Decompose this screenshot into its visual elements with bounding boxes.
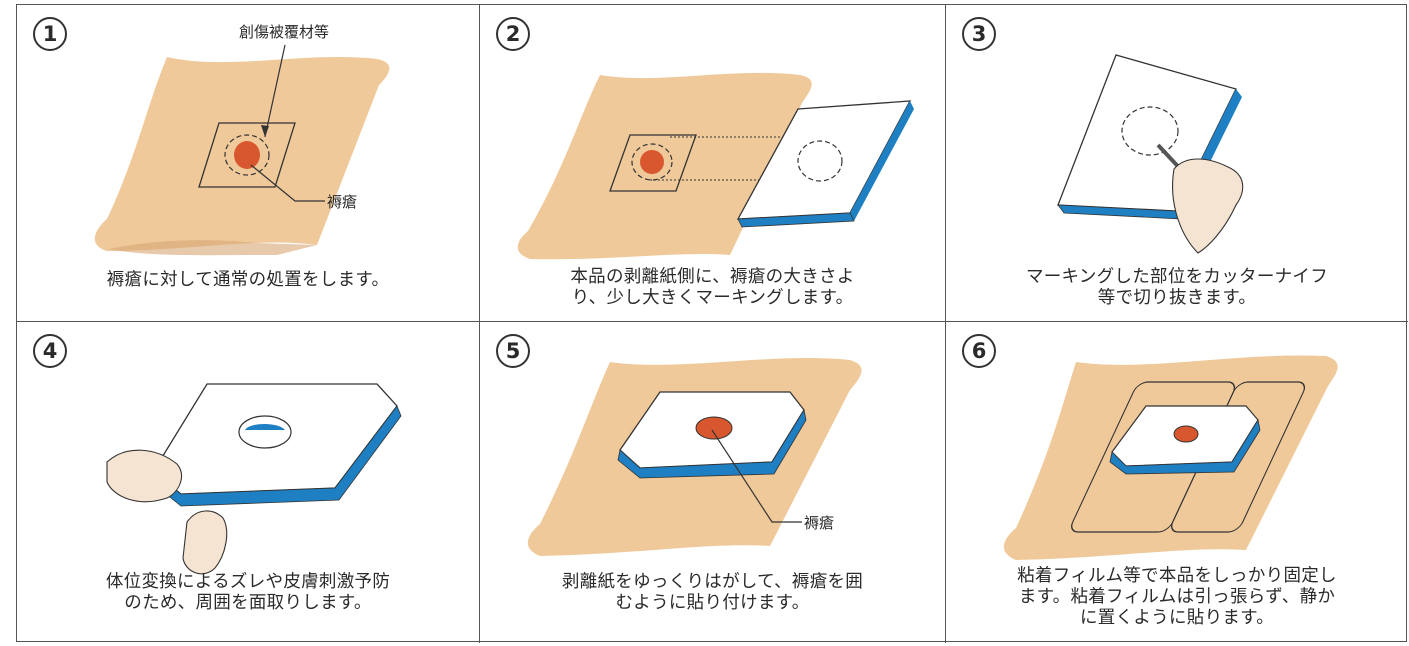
skin-patch-icon	[94, 44, 390, 256]
step-panel-3: 3 マーキングした部位をカッターナイフ 等で切り抜きます。	[946, 5, 1408, 322]
step-caption-5: 剥離紙をゆっくりはがして、褥瘡を囲 むように貼り付けます。	[561, 572, 864, 613]
callout-dressing: 創傷被覆材等	[239, 23, 330, 41]
step-caption-4: 体位変換によるズレや皮膚刺激予防 のため、周囲を面取りします。	[105, 572, 391, 613]
instruction-grid: 1 創傷被覆材等 褥瘡 褥瘡に対して通常の処置をします。 2	[16, 4, 1408, 643]
step-number-5-icon: 5	[496, 334, 530, 368]
step-caption-3: マーキングした部位をカッターナイフ 等で切り抜きます。	[1025, 267, 1329, 308]
step-number-1-icon: 1	[33, 17, 67, 51]
step-panel-6: 6 粘着フィルム等で本品をしっかり固定し ます。粘着フィルムは引っ張らず、静か …	[946, 322, 1408, 643]
step-caption-6: 粘着フィルム等で本品をしっかり固定し ます。粘着フィルムは引っ張らず、静か に置…	[1017, 566, 1337, 628]
step-panel-4: 4 体位変換によるズレや皮膚刺激予防 のため、周囲を面取りします。	[17, 322, 480, 643]
step-panel-5: 5 褥瘡 剥離紙をゆっくりはがして、褥瘡を囲 むように貼り付けます。	[480, 322, 946, 643]
skin-patch-icon	[527, 358, 862, 556]
step-number-3-icon: 3	[962, 17, 996, 51]
cutter-knife-icon	[1057, 54, 1244, 254]
step-number-6-icon: 6	[962, 334, 996, 368]
pad-icon	[106, 383, 402, 575]
callout-ulcer: 褥瘡	[804, 514, 835, 532]
film-icon	[1003, 355, 1338, 560]
step-panel-2: 2 本品の剥離紙側に、褥瘡の大きさよ り、少し大きくマーキングします。	[480, 5, 946, 322]
step-number-2-icon: 2	[496, 17, 530, 51]
callout-ulcer: 褥瘡	[327, 193, 358, 211]
pad-icon	[517, 72, 914, 260]
step-number-4-icon: 4	[33, 334, 67, 368]
step-caption-2: 本品の剥離紙側に、褥瘡の大きさよ り、少し大きくマーキングします。	[570, 267, 855, 308]
step-caption-1: 褥瘡に対して通常の処置をします。	[106, 270, 390, 290]
step-panel-1: 1 創傷被覆材等 褥瘡 褥瘡に対して通常の処置をします。	[17, 5, 480, 322]
